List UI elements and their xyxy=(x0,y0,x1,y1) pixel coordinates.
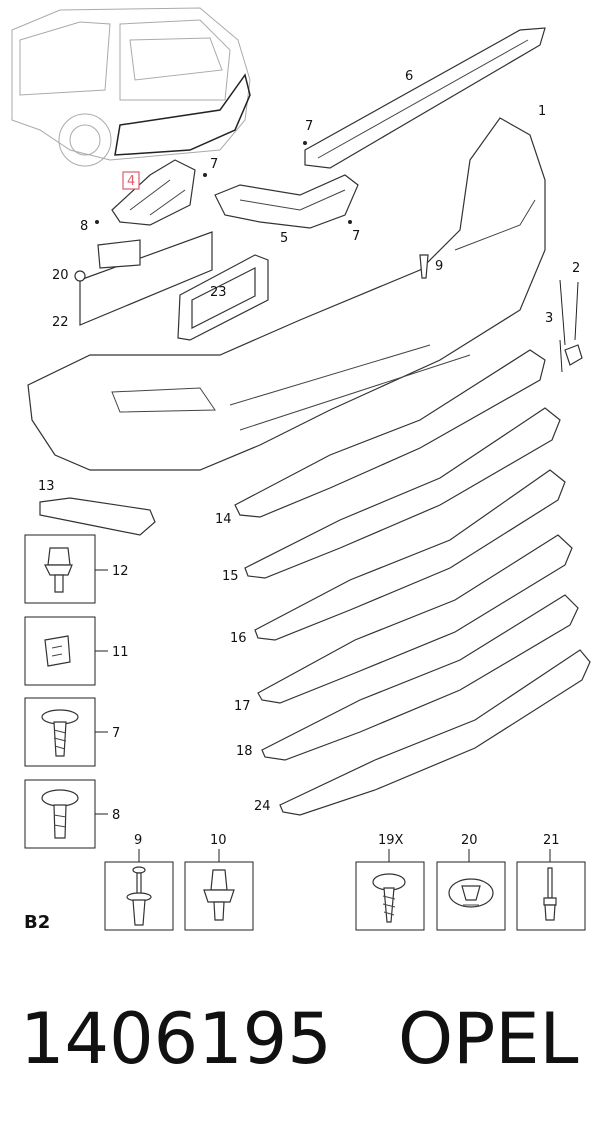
small-fasteners xyxy=(74,141,429,282)
callout-14: 14 xyxy=(215,512,232,527)
section-code: B2 xyxy=(24,912,50,933)
callout-labels: 6 1 7 7 4 8 5 7 9 20 2 23 22 3 13 14 15 … xyxy=(38,69,580,814)
callout-7b: 7 xyxy=(210,157,218,172)
detail-box-10: 10 xyxy=(184,833,254,931)
brand-name: OPEL xyxy=(398,998,579,1080)
callout-9: 9 xyxy=(435,259,443,274)
callout-2: 2 xyxy=(572,261,580,276)
callout-7a: 7 xyxy=(305,119,313,134)
callout-4: 4 xyxy=(127,174,135,189)
callout-3: 3 xyxy=(545,311,553,326)
callout-7c: 7 xyxy=(352,229,360,244)
part-number: 1406195 xyxy=(20,998,332,1080)
callout-6: 6 xyxy=(405,69,413,84)
callout-15: 15 xyxy=(222,569,239,584)
detail-box-8: 8 xyxy=(24,779,120,849)
impact-beam-part-6 xyxy=(304,27,546,169)
reflector-part-13 xyxy=(39,497,156,536)
tow-cover-part-3 xyxy=(559,339,583,373)
license-frame-part-23 xyxy=(177,254,269,341)
bracket-part-5 xyxy=(214,174,359,229)
car-silhouette xyxy=(11,7,251,167)
callout-1: 1 xyxy=(538,104,546,119)
callout-16: 16 xyxy=(230,631,247,646)
callout-13: 13 xyxy=(38,479,55,494)
callout-5: 5 xyxy=(280,231,288,246)
detail-box-7: 7 xyxy=(24,697,120,767)
detail-box-11: 11 xyxy=(24,616,129,686)
callout-8: 8 xyxy=(80,219,88,234)
highlight-box-4 xyxy=(122,171,140,190)
detail-box-19x: 19X xyxy=(355,833,425,931)
box-label-19x: 19X xyxy=(378,833,404,848)
bumper-cover-part-1 xyxy=(27,117,546,471)
box-label-21: 21 xyxy=(543,833,560,848)
detail-box-9: 9 xyxy=(104,833,174,931)
box-label-20: 20 xyxy=(461,833,478,848)
box-label-11: 11 xyxy=(112,645,129,660)
detail-box-21: 21 xyxy=(516,833,586,931)
box-label-12: 12 xyxy=(112,564,129,579)
molding-strips xyxy=(234,349,591,816)
bracket-part-4 xyxy=(111,159,196,226)
detail-box-12: 12 xyxy=(24,534,129,604)
box-label-7: 7 xyxy=(112,726,120,741)
callout-24: 24 xyxy=(254,799,271,814)
box-label-8: 8 xyxy=(112,808,120,823)
box-label-10: 10 xyxy=(210,833,227,848)
detail-box-20: 20 xyxy=(436,833,506,931)
box-label-9: 9 xyxy=(134,833,142,848)
callout-22: 22 xyxy=(52,315,69,330)
callout-20: 20 xyxy=(52,268,69,283)
callout-17: 17 xyxy=(234,699,251,714)
callout-18: 18 xyxy=(236,744,253,759)
callout-23: 23 xyxy=(210,285,227,300)
absorber-panel-part-22 xyxy=(79,231,213,326)
